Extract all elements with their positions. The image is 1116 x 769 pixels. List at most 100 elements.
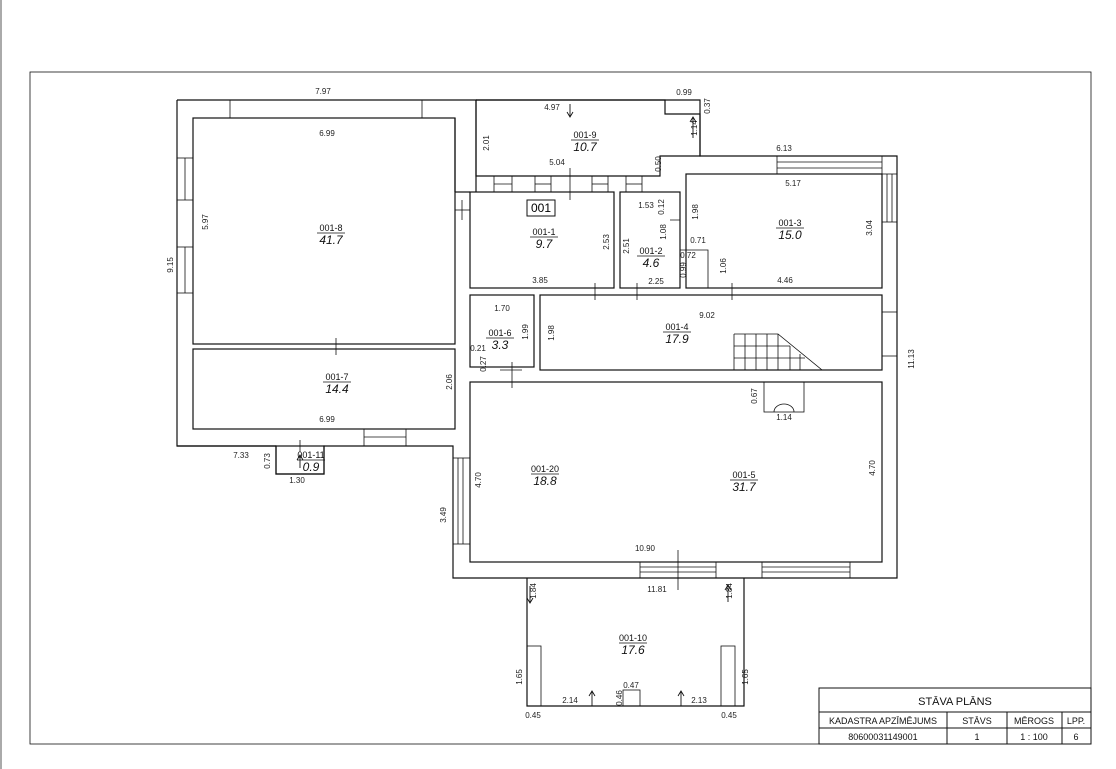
room-label-001-7: 001-714.4	[323, 372, 351, 396]
dimension-label: 1.53	[638, 201, 654, 210]
room-id: 001-3	[778, 218, 801, 228]
dimension-label: 0.99	[679, 262, 688, 278]
dimension-label: 1.14	[690, 120, 699, 136]
dimension-label: 6.13	[776, 144, 792, 153]
room-area: 18.8	[533, 474, 557, 488]
outer-walls	[176, 99, 898, 579]
room-id: 001-6	[488, 328, 511, 338]
dimension-label: 1.65	[515, 669, 524, 685]
room-area: 14.4	[325, 382, 349, 396]
dimension-label: 4.70	[474, 472, 483, 488]
room-outlines	[275, 155, 898, 707]
room-area: 0.9	[303, 460, 320, 474]
dimension-label: 3.04	[865, 220, 874, 236]
dimension-label: 0.67	[750, 388, 759, 404]
dimension-label: 1.98	[691, 204, 700, 220]
room-id: 001-9	[573, 130, 596, 140]
dimension-label: 0.99	[676, 88, 692, 97]
dimension-label: 9.02	[699, 311, 715, 320]
dimension-label: 1.06	[719, 258, 728, 274]
room-label-001-11: 001-110.9	[297, 450, 325, 474]
dimension-label: 0.45	[525, 711, 541, 720]
dimension-label: 0.73	[263, 453, 272, 469]
room-id: 001-11	[297, 450, 324, 460]
dimension-label: 6.99	[319, 415, 335, 424]
dimension-label: 0.45	[721, 711, 737, 720]
room-id: 001-5	[732, 470, 755, 480]
dimension-label: 0.21	[470, 344, 486, 353]
dimension-label: 2.01	[482, 135, 491, 151]
dimension-label: 1.65	[741, 669, 750, 685]
title-block-header-scale: MĒROGS	[1014, 716, 1054, 726]
room-label-001-9: 001-910.7	[571, 130, 599, 154]
title-block-value-cadastre: 80600031149001	[848, 732, 917, 742]
dimension-label: 0.37	[703, 98, 712, 114]
dimension-label: 3.49	[439, 507, 448, 523]
dimension-label: 0.50	[654, 156, 663, 172]
title-block-value-page: 6	[1073, 732, 1078, 742]
dimension-label: 6.99	[319, 129, 335, 138]
dimension-label: 1.99	[521, 324, 530, 340]
room-id: 001-20	[531, 464, 559, 474]
room-label-001-1: 001-19.7	[530, 227, 558, 251]
room-label-001-6: 001-63.3	[486, 328, 514, 352]
dimension-labels: 7.97 6.99 4.97 0.99 0.37 1.14 2.01 5.04 0.50 6.13…	[166, 87, 916, 720]
room-label-001-5: 001-531.7	[730, 470, 758, 494]
room-id: 001-8	[319, 223, 342, 233]
dimension-label: 2.51	[622, 238, 631, 254]
dimension-label: 1.14	[776, 413, 792, 422]
title-block-header-page: LPP.	[1067, 716, 1085, 726]
dimension-label: 5.17	[785, 179, 801, 188]
room-area: 31.7	[732, 480, 757, 494]
room-area: 41.7	[319, 233, 344, 247]
title-block-value-floor: 1	[974, 732, 979, 742]
room-id: 001-10	[619, 633, 647, 643]
room-id: 001-4	[665, 322, 688, 332]
plan-label-text: 001	[531, 201, 551, 215]
room-label-001-8: 001-841.7	[317, 223, 345, 247]
dimension-label: 5.04	[549, 158, 565, 167]
dimension-label: 3.85	[532, 276, 548, 285]
plan-label: 001	[526, 199, 556, 217]
room-label-001-4: 001-417.9	[663, 322, 691, 346]
dimension-label: 1.70	[494, 304, 510, 313]
room-area: 17.6	[621, 643, 645, 657]
dimension-label: 0.46	[615, 690, 624, 706]
room-label-001-3: 001-315.0	[776, 218, 804, 242]
title-block-header-cadastre: KADASTRA APZĪMĒJUMS	[829, 716, 937, 726]
title-block: STĀVA PLĀNS KADASTRA APZĪMĒJUMS STĀVS MĒ…	[818, 687, 1092, 745]
dimension-label: 1.84	[725, 583, 734, 599]
dimension-label: 0.27	[479, 356, 488, 372]
dimension-label: 1.30	[289, 476, 305, 485]
drawing-frame	[29, 71, 1092, 745]
dimension-label: 0.47	[623, 681, 639, 690]
room-area: 4.6	[643, 256, 660, 270]
dimension-label: 4.97	[544, 103, 560, 112]
dimension-label: 1.08	[659, 224, 668, 240]
room-area: 15.0	[778, 228, 802, 242]
room-id: 001-2	[639, 246, 662, 256]
dimension-label: 2.14	[562, 696, 578, 705]
title-block-header-floor: STĀVS	[962, 716, 992, 726]
dimension-label: 5.97	[201, 214, 210, 230]
dimension-label: 2.53	[602, 234, 611, 250]
dimension-label: 0.71	[690, 236, 706, 245]
dimension-label: 11.81	[647, 585, 667, 594]
room-id: 001-7	[325, 372, 348, 382]
dimension-label: 0.12	[657, 199, 666, 215]
room-label-001-2: 001-24.6	[637, 246, 665, 270]
dimension-label: 7.33	[233, 451, 249, 460]
room-id: 001-1	[532, 227, 555, 237]
dimension-label: 4.46	[777, 276, 793, 285]
dimension-label: 2.13	[691, 696, 707, 705]
dimension-label: 1.98	[547, 325, 556, 341]
dimension-label: 7.97	[315, 87, 331, 96]
arrows	[296, 104, 732, 706]
room-area: 10.7	[573, 140, 598, 154]
room-area: 9.7	[536, 237, 554, 251]
title-block-title: STĀVA PLĀNS	[918, 696, 992, 708]
